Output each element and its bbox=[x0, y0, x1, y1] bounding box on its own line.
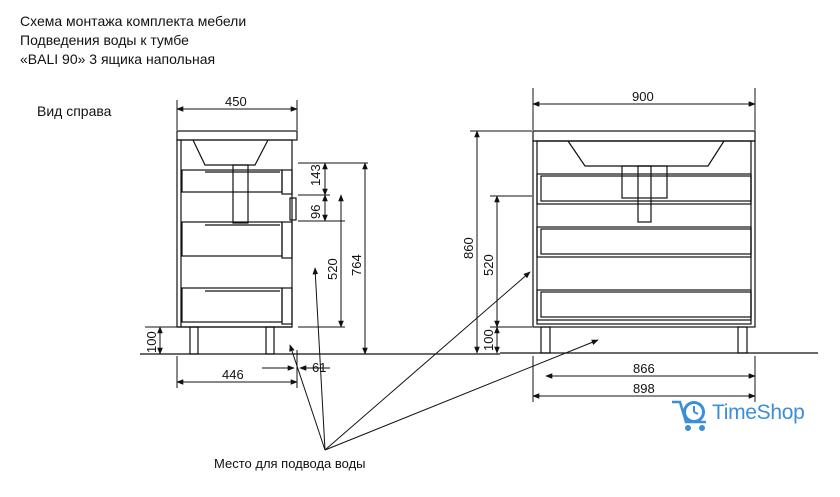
dim-520-front: 520 bbox=[481, 254, 496, 276]
title-line-3: «BALI 90» 3 ящика напольная bbox=[20, 51, 216, 67]
side-view-cabinet bbox=[176, 130, 298, 355]
dim-898: 898 bbox=[633, 381, 655, 396]
front-view-cabinet bbox=[532, 130, 756, 354]
title-line-2: Подведения воды к тумбе bbox=[20, 32, 189, 48]
dim-520-side: 520 bbox=[325, 258, 340, 280]
dim-front-width: 900 bbox=[632, 89, 654, 104]
dim-100-front: 100 bbox=[481, 329, 496, 351]
dim-96: 96 bbox=[308, 205, 323, 219]
side-view-dimension-lines bbox=[145, 100, 368, 388]
timeshop-logo-text: TimeShop bbox=[712, 401, 805, 424]
title-block: Схема монтажа комплекта мебели Подведени… bbox=[20, 12, 246, 69]
dim-100-side: 100 bbox=[144, 331, 159, 353]
title-line-1: Схема монтажа комплекта мебели bbox=[20, 13, 247, 29]
dim-764: 764 bbox=[349, 254, 364, 276]
dim-446: 446 bbox=[222, 367, 244, 382]
dim-61: 61 bbox=[312, 360, 326, 375]
water-supply-leaders bbox=[289, 267, 599, 451]
dim-866: 866 bbox=[633, 361, 655, 376]
side-view-label: Вид справа bbox=[37, 103, 112, 119]
dim-860: 860 bbox=[461, 237, 476, 259]
dim-143: 143 bbox=[308, 164, 323, 186]
water-supply-label: Место для подвода воды bbox=[214, 456, 366, 471]
dim-side-width: 450 bbox=[225, 94, 247, 109]
front-view-dimension-lines bbox=[470, 88, 756, 402]
clock-cart-icon bbox=[672, 400, 706, 431]
